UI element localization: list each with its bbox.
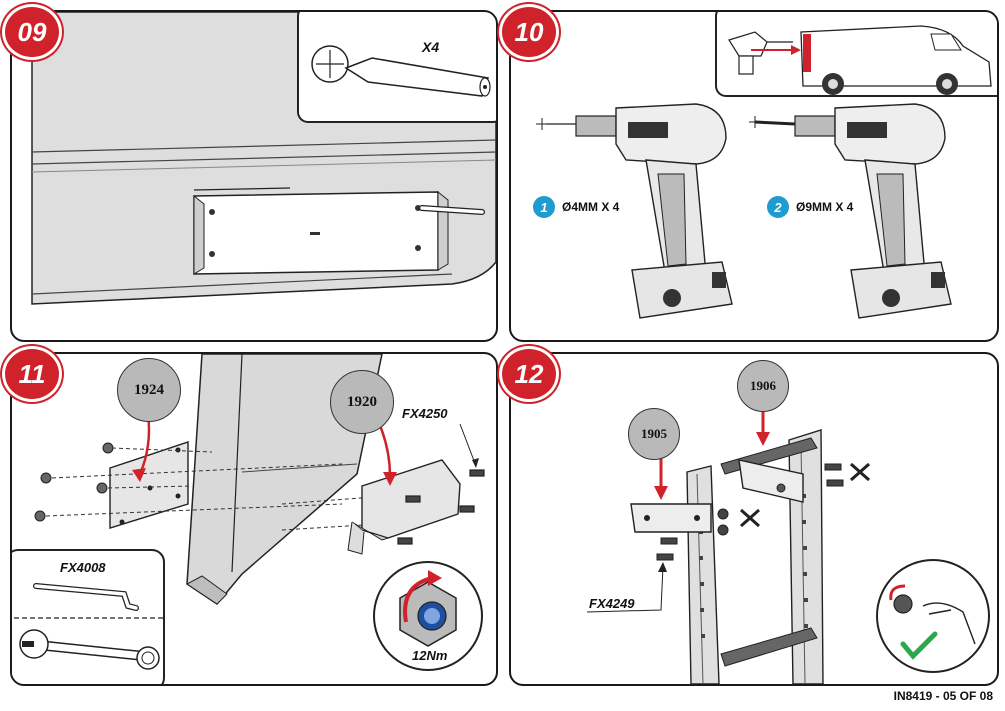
- step-12-badge: 12: [499, 346, 559, 402]
- step-10-panel: 1 Ø4MM X 4 2 Ø9MM X 4: [509, 10, 999, 342]
- step-09-badge: 09: [2, 4, 62, 60]
- drill-1: [536, 103, 733, 319]
- step-10-badge: 10: [499, 4, 559, 60]
- step-11-illustration: [12, 354, 485, 684]
- step-12-panel: 1905 1906 FX4249: [509, 352, 999, 686]
- drill-2-size-label: Ø9MM X 4: [796, 200, 854, 214]
- step-11-panel: 1924 1920 FX4250 FX4008 12Nm: [10, 352, 498, 686]
- bolt-code-label: FX4249: [589, 596, 635, 611]
- screw-quantity-label: X4: [422, 39, 440, 55]
- drill-1-size-label: Ø4MM X 4: [562, 200, 620, 214]
- step-11-badge: 11: [2, 346, 62, 402]
- step-09-panel: X4: [10, 10, 498, 342]
- drill-2-number-badge: 2: [767, 196, 789, 218]
- step-12-illustration: [586, 402, 990, 684]
- drill-2: [749, 103, 952, 319]
- part-1905-callout: 1905: [628, 408, 680, 460]
- part-1906-callout: 1906: [737, 360, 789, 412]
- document-page-reference: IN8419 - 05 OF 08: [893, 689, 993, 703]
- bolt-code-label: FX4250: [402, 406, 448, 421]
- drill-1-number-badge: 1: [533, 196, 555, 218]
- step-09-illustration: [31, 12, 496, 305]
- tool-code-label: FX4008: [60, 560, 106, 575]
- torque-label: 12Nm: [412, 648, 448, 663]
- step-10-illustration: [536, 12, 997, 319]
- part-1924-callout: 1924: [117, 358, 181, 422]
- part-1920-callout: 1920: [330, 370, 394, 434]
